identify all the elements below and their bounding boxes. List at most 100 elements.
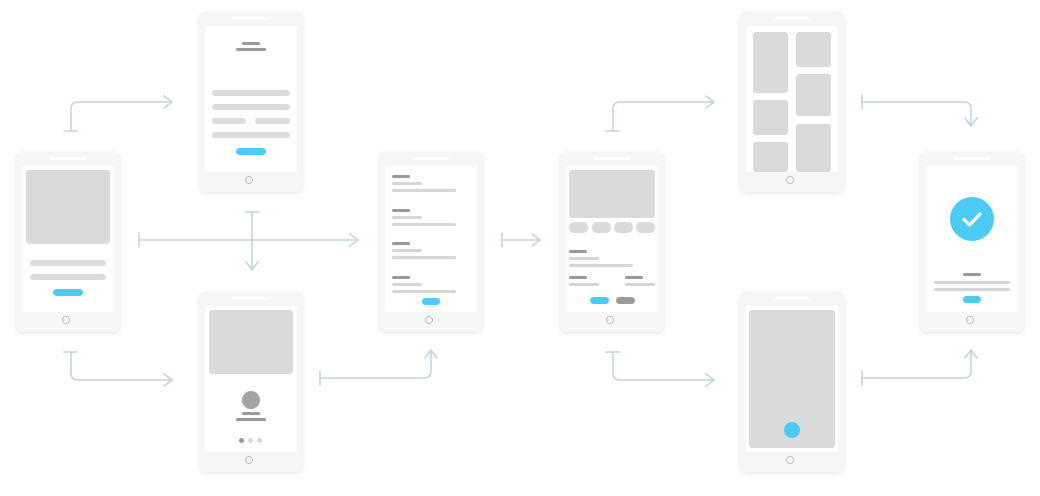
chip[interactable]	[569, 222, 588, 233]
screen-gallery	[746, 26, 838, 172]
primary-button[interactable]	[236, 148, 266, 155]
gallery-tile[interactable]	[753, 100, 788, 135]
list-line	[392, 182, 422, 185]
title-line	[242, 42, 260, 45]
arrowhead-icon	[349, 233, 359, 247]
list-line	[392, 283, 422, 286]
gallery-tile[interactable]	[753, 142, 788, 172]
arrowhead-icon	[964, 117, 978, 127]
capture-button[interactable]	[784, 422, 800, 438]
detail-line	[625, 283, 655, 286]
chip[interactable]	[592, 222, 611, 233]
text-line-half	[255, 118, 290, 124]
detail-line	[569, 283, 599, 286]
screen-profile	[205, 306, 297, 452]
speaker	[953, 157, 991, 160]
list-line	[392, 290, 456, 293]
connector-gallery-to-success	[861, 94, 978, 127]
text-line	[30, 274, 106, 280]
primary-button[interactable]	[53, 289, 83, 296]
connector-detail-to-gallery	[605, 95, 715, 132]
chip[interactable]	[614, 222, 633, 233]
speaker	[232, 17, 270, 20]
screen-list	[385, 166, 477, 312]
arrowhead-icon	[705, 95, 715, 109]
arrowhead-icon	[245, 261, 259, 271]
arrowhead-icon	[163, 95, 173, 109]
pagination-dot[interactable]	[248, 438, 253, 443]
list-line	[392, 256, 456, 259]
arrowhead-icon	[705, 373, 715, 387]
screen-start	[22, 166, 114, 312]
text-line	[212, 90, 290, 96]
list-line	[392, 223, 456, 226]
text-line	[212, 104, 290, 110]
gallery-tile[interactable]	[796, 124, 831, 172]
detail-heading	[569, 250, 587, 253]
list-line	[392, 249, 422, 252]
list-line	[392, 189, 456, 192]
confirmation-title	[963, 273, 981, 276]
connector-list-to-detail	[501, 232, 541, 248]
connector-profile-to-list	[319, 349, 438, 386]
arrowhead-icon	[964, 349, 978, 359]
secondary-button[interactable]	[616, 297, 635, 304]
detail-line	[569, 264, 633, 267]
list-heading	[392, 276, 410, 279]
speaker	[593, 157, 631, 160]
home-button-icon	[606, 316, 614, 324]
detail-heading	[569, 276, 587, 279]
speaker	[412, 157, 450, 160]
product-image-placeholder	[569, 170, 655, 218]
phone-detail	[560, 152, 664, 332]
screen-text-form	[205, 26, 297, 172]
home-button-icon	[786, 456, 794, 464]
phone-gallery	[740, 12, 844, 192]
screen-success	[926, 166, 1018, 312]
gallery-tile[interactable]	[796, 32, 831, 67]
connector-start-to-form	[63, 95, 173, 132]
speaker	[49, 157, 87, 160]
pagination-dot-active[interactable]	[239, 438, 244, 443]
name-line	[242, 412, 260, 415]
confirmation-line	[934, 288, 1010, 291]
pagination-dot[interactable]	[257, 438, 262, 443]
primary-button[interactable]	[422, 298, 440, 305]
home-button-icon	[62, 316, 70, 324]
connector-start-to-list	[138, 232, 359, 248]
phone-list	[379, 152, 483, 332]
list-line	[392, 216, 422, 219]
connector-camera-to-success	[861, 349, 978, 386]
detail-line	[569, 257, 599, 260]
home-button-icon	[786, 176, 794, 184]
check-icon	[950, 197, 994, 241]
home-button-icon	[966, 316, 974, 324]
primary-button[interactable]	[590, 297, 609, 304]
home-button-icon	[425, 316, 433, 324]
phone-success	[920, 152, 1024, 332]
phone-start	[16, 152, 120, 332]
screen-camera	[746, 306, 838, 452]
title-line	[236, 48, 266, 51]
connector-start-to-profile	[63, 351, 173, 387]
home-button-icon	[245, 456, 253, 464]
gallery-tile[interactable]	[796, 74, 831, 116]
gallery-tile[interactable]	[753, 32, 788, 93]
avatar	[242, 391, 260, 409]
detail-heading	[625, 276, 643, 279]
chip[interactable]	[636, 222, 655, 233]
speaker	[773, 297, 811, 300]
phone-camera	[740, 292, 844, 472]
primary-button[interactable]	[963, 296, 981, 303]
hero-image-placeholder	[26, 170, 110, 244]
connector-form-to-profile	[245, 211, 260, 271]
connector-detail-to-camera	[605, 351, 715, 387]
speaker	[232, 297, 270, 300]
phone-profile	[199, 292, 303, 472]
screen-detail	[566, 166, 658, 312]
confirmation-line	[934, 281, 1010, 284]
home-button-icon	[245, 176, 253, 184]
cover-image-placeholder	[209, 310, 293, 374]
text-line	[212, 132, 290, 138]
